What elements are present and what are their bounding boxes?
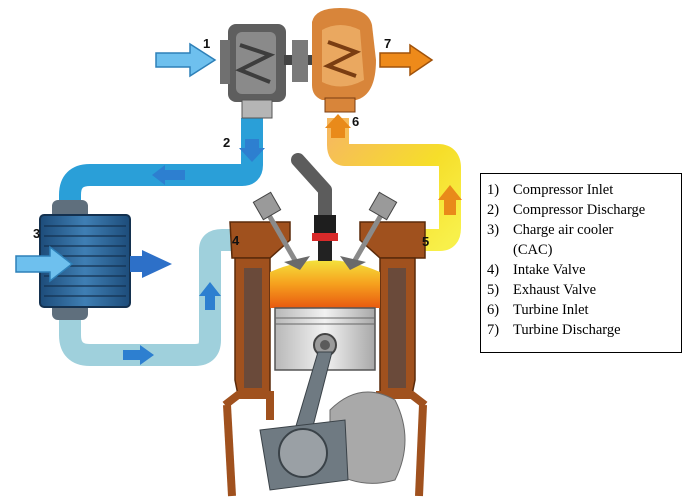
legend-number: 4): [487, 262, 500, 278]
legend-number: 1): [487, 182, 500, 198]
combustion-chamber: [270, 260, 380, 308]
engine-cylinder-head: [229, 221, 426, 259]
turbine-discharge-arrow: [379, 43, 434, 77]
flow-arrow-intake-up: [199, 282, 221, 310]
legend-number: 3): [487, 222, 500, 238]
flow-arrow-intake-right: [123, 345, 154, 365]
flow-arrow-turbine-inlet-up: [325, 114, 351, 138]
flow-arrow-exhaust-up: [438, 185, 462, 215]
charge-air-cooler: [39, 200, 131, 320]
legend-item-exhaust-valve: 5) Exhaust Valve: [487, 280, 681, 300]
callout-4: 4: [232, 233, 240, 248]
legend-box: 1) Compressor Inlet 2) Compressor Discha…: [480, 173, 682, 353]
legend-label: Turbine Discharge: [513, 322, 621, 338]
compressor-housing: [220, 24, 286, 119]
intake-pipe: [59, 229, 270, 366]
flow-arrow-discharge-left: [152, 165, 185, 185]
exhaust-valve: [340, 191, 398, 270]
cooling-air-out-arrow: [130, 250, 172, 278]
fuel-injector: [291, 153, 338, 261]
cooling-air-in-arrow: [15, 245, 74, 283]
exhaust-pipe: [327, 118, 461, 251]
turbo-shaft: [284, 40, 314, 82]
turbine-housing: [312, 8, 376, 113]
legend-number: 2): [487, 202, 500, 218]
legend-item-charge-air-cooler: 3) Charge air cooler (CAC): [487, 220, 681, 260]
callout-2: 2: [223, 135, 230, 150]
compressor-inlet-arrow: [155, 42, 217, 78]
callout-6: 6: [352, 114, 359, 129]
callout-1: 1: [203, 36, 210, 51]
legend-item-compressor-discharge: 2) Compressor Discharge: [487, 200, 681, 220]
callout-5: 5: [422, 234, 429, 249]
callout-7: 7: [384, 36, 391, 51]
legend-item-turbine-inlet: 6) Turbine Inlet: [487, 300, 681, 320]
legend-number: 7): [487, 322, 500, 338]
legend-item-intake-valve: 4) Intake Valve: [487, 260, 681, 280]
flow-arrow-discharge-down: [239, 139, 265, 162]
legend-label: Turbine Inlet: [513, 302, 589, 318]
intake-valve: [252, 191, 310, 270]
crank-pin: [259, 419, 349, 491]
engine-cylinder-wall-left: [234, 257, 271, 396]
legend-label: Charge air cooler (CAC): [513, 222, 614, 258]
callout-3: 3: [33, 226, 40, 241]
engine-cylinder-wall-right: [379, 257, 416, 396]
legend-number: 6): [487, 302, 500, 318]
legend-label: Compressor Discharge: [513, 202, 646, 218]
compressor-discharge-pipe: [59, 118, 263, 210]
legend-item-compressor-inlet: 1) Compressor Inlet: [487, 180, 681, 200]
crankshaft-counterweight: [329, 391, 406, 484]
legend-number: 5): [487, 282, 500, 298]
legend-label: Intake Valve: [513, 262, 586, 278]
legend-item-turbine-discharge: 7) Turbine Discharge: [487, 320, 681, 340]
legend-label: Compressor Inlet: [513, 182, 614, 198]
legend-label: Exhaust Valve: [513, 282, 597, 298]
